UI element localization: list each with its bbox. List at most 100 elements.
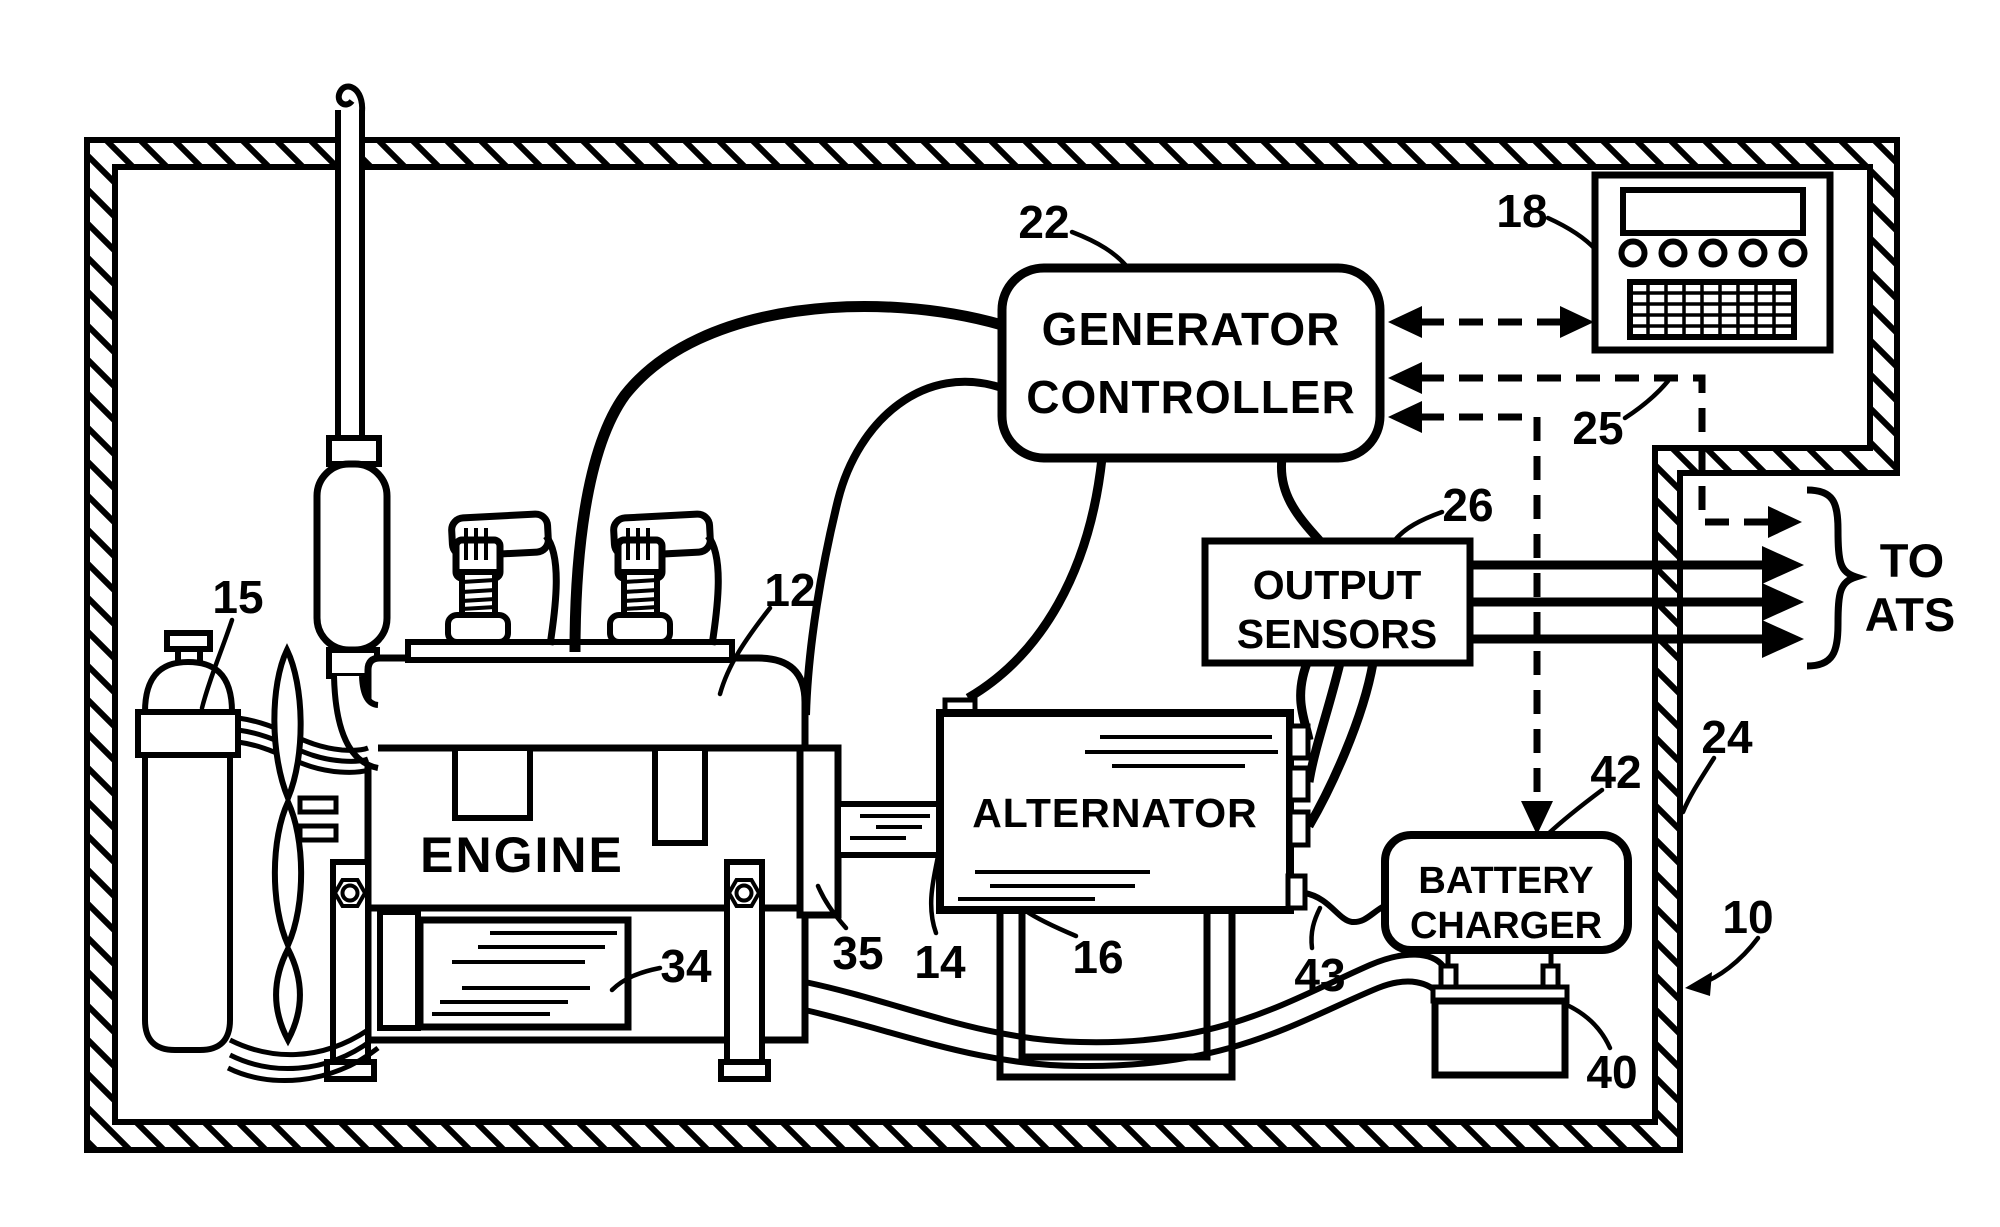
controller-label-line1: GENERATOR [1042,303,1341,355]
spark-plug-1 [445,510,560,646]
ref-22: 22 [1018,196,1069,248]
plug-wire-1 [543,533,560,646]
display-screen [1620,187,1806,236]
dashed-arrowheads [1388,306,1802,835]
ats-brace [1806,486,1868,670]
ref-18: 18 [1496,185,1547,237]
fan-hub-bar-1 [297,795,339,815]
alternator: ALTERNATOR [936,697,1311,914]
fan-blade-3 [273,942,303,1047]
exhaust-stack [313,83,391,679]
leader-34 [609,965,663,993]
wire-alternator-to-charger [1304,890,1388,926]
battery-body [1431,997,1569,1079]
spark-plug-2 [607,510,722,646]
link-controller-charger [1420,413,1541,800]
leader-43 [1309,905,1323,951]
wire-engine-to-controller-1 [569,300,1004,653]
exhaust-elbow [331,675,379,771]
leader-26 [1392,509,1445,543]
alternator-terminals [1285,723,1311,911]
ref-15: 15 [212,571,263,623]
keypad-buttons [1618,238,1808,268]
sensors-label-line2: SENSORS [1237,611,1438,657]
leader-18 [1545,215,1599,253]
keypad-display [1591,171,1834,354]
alternator-stand [996,910,1236,1081]
shaft [835,801,943,858]
battery-cables [804,951,1446,1070]
engine: ENGINE [324,510,809,1082]
hoses-lower [226,1027,380,1084]
engine-foot-right [718,859,771,1082]
wire-controller-to-sensors [1276,457,1324,545]
leader-24 [1680,755,1717,815]
engine-port-a [452,745,533,821]
leader-10-arrowhead [1685,972,1712,996]
engine-head [364,654,809,752]
ref-10: 10 [1722,891,1773,943]
reference-leaders [199,215,1761,1051]
controller-label-line2: CONTROLLER [1026,371,1355,423]
cooling-fan [271,643,339,1047]
ats-label-line2: ATS [1865,588,1956,641]
canister-body [142,752,233,1053]
nameplate-lines [432,931,617,1016]
ref-40: 40 [1586,1046,1637,1098]
leader-25 [1622,378,1671,421]
leader-42 [1545,787,1605,837]
battery-charger: BATTERY CHARGER [1381,831,1632,954]
ref-16: 16 [1072,931,1123,983]
battery [1430,950,1570,1079]
keypad-grid [1627,279,1797,340]
ref-43: 43 [1294,949,1345,1001]
charger-label-line1: BATTERY [1418,860,1593,902]
generator-controller: GENERATOR CONTROLLER [997,263,1385,463]
reference-numerals: 10 12 14 15 16 18 22 24 25 26 34 35 40 4… [212,185,1773,1098]
output-sensors: OUTPUT SENSORS [1201,537,1474,667]
canister-collar [135,709,241,758]
ref-25: 25 [1572,402,1623,454]
leader-14 [928,853,941,936]
ref-12: 12 [764,564,815,616]
fan-hub-bar-2 [297,823,339,843]
charger-label-line2: CHARGER [1410,905,1602,947]
wire-engine-to-controller-2 [802,377,1004,716]
leader-12 [717,605,773,697]
ats-label-line1: TO [1880,534,1944,587]
fan-blade-2 [271,794,305,953]
muffler-collar-top [326,435,382,467]
engine-foot-left [324,859,377,1082]
ref-14: 14 [914,936,966,988]
leader-35 [815,883,849,931]
engine-label: ENGINE [420,827,624,883]
ref-42: 42 [1590,746,1641,798]
ref-24: 24 [1701,711,1753,763]
rain-cap-curl [335,83,366,113]
wire-sensors-3 [1305,662,1378,829]
wire-sensors-2 [1304,661,1345,783]
hoses-upper [237,715,369,775]
sensors-label-line1: OUTPUT [1253,562,1422,608]
oil-canister [135,630,241,1053]
leader-16 [1023,908,1079,939]
ref-35: 35 [832,927,883,979]
enclosure-wall [84,137,1900,1153]
fan-blade-1 [271,643,304,806]
leader-15 [199,617,235,711]
leader-22 [1069,229,1131,271]
canister-dome [141,658,236,715]
ref-34: 34 [660,940,712,992]
dashed-links [1420,318,1768,800]
wire-controller-to-alternator [965,457,1107,702]
pan-rib [377,909,421,1031]
link-controller-ats [1420,374,1768,526]
output-arrowheads [1762,546,1804,658]
engine-port-b [652,745,708,846]
ref-26: 26 [1442,479,1493,531]
output-power-lines [1470,560,1764,644]
alternator-label: ALTERNATOR [972,790,1258,836]
engine-nameplate [416,916,632,1031]
